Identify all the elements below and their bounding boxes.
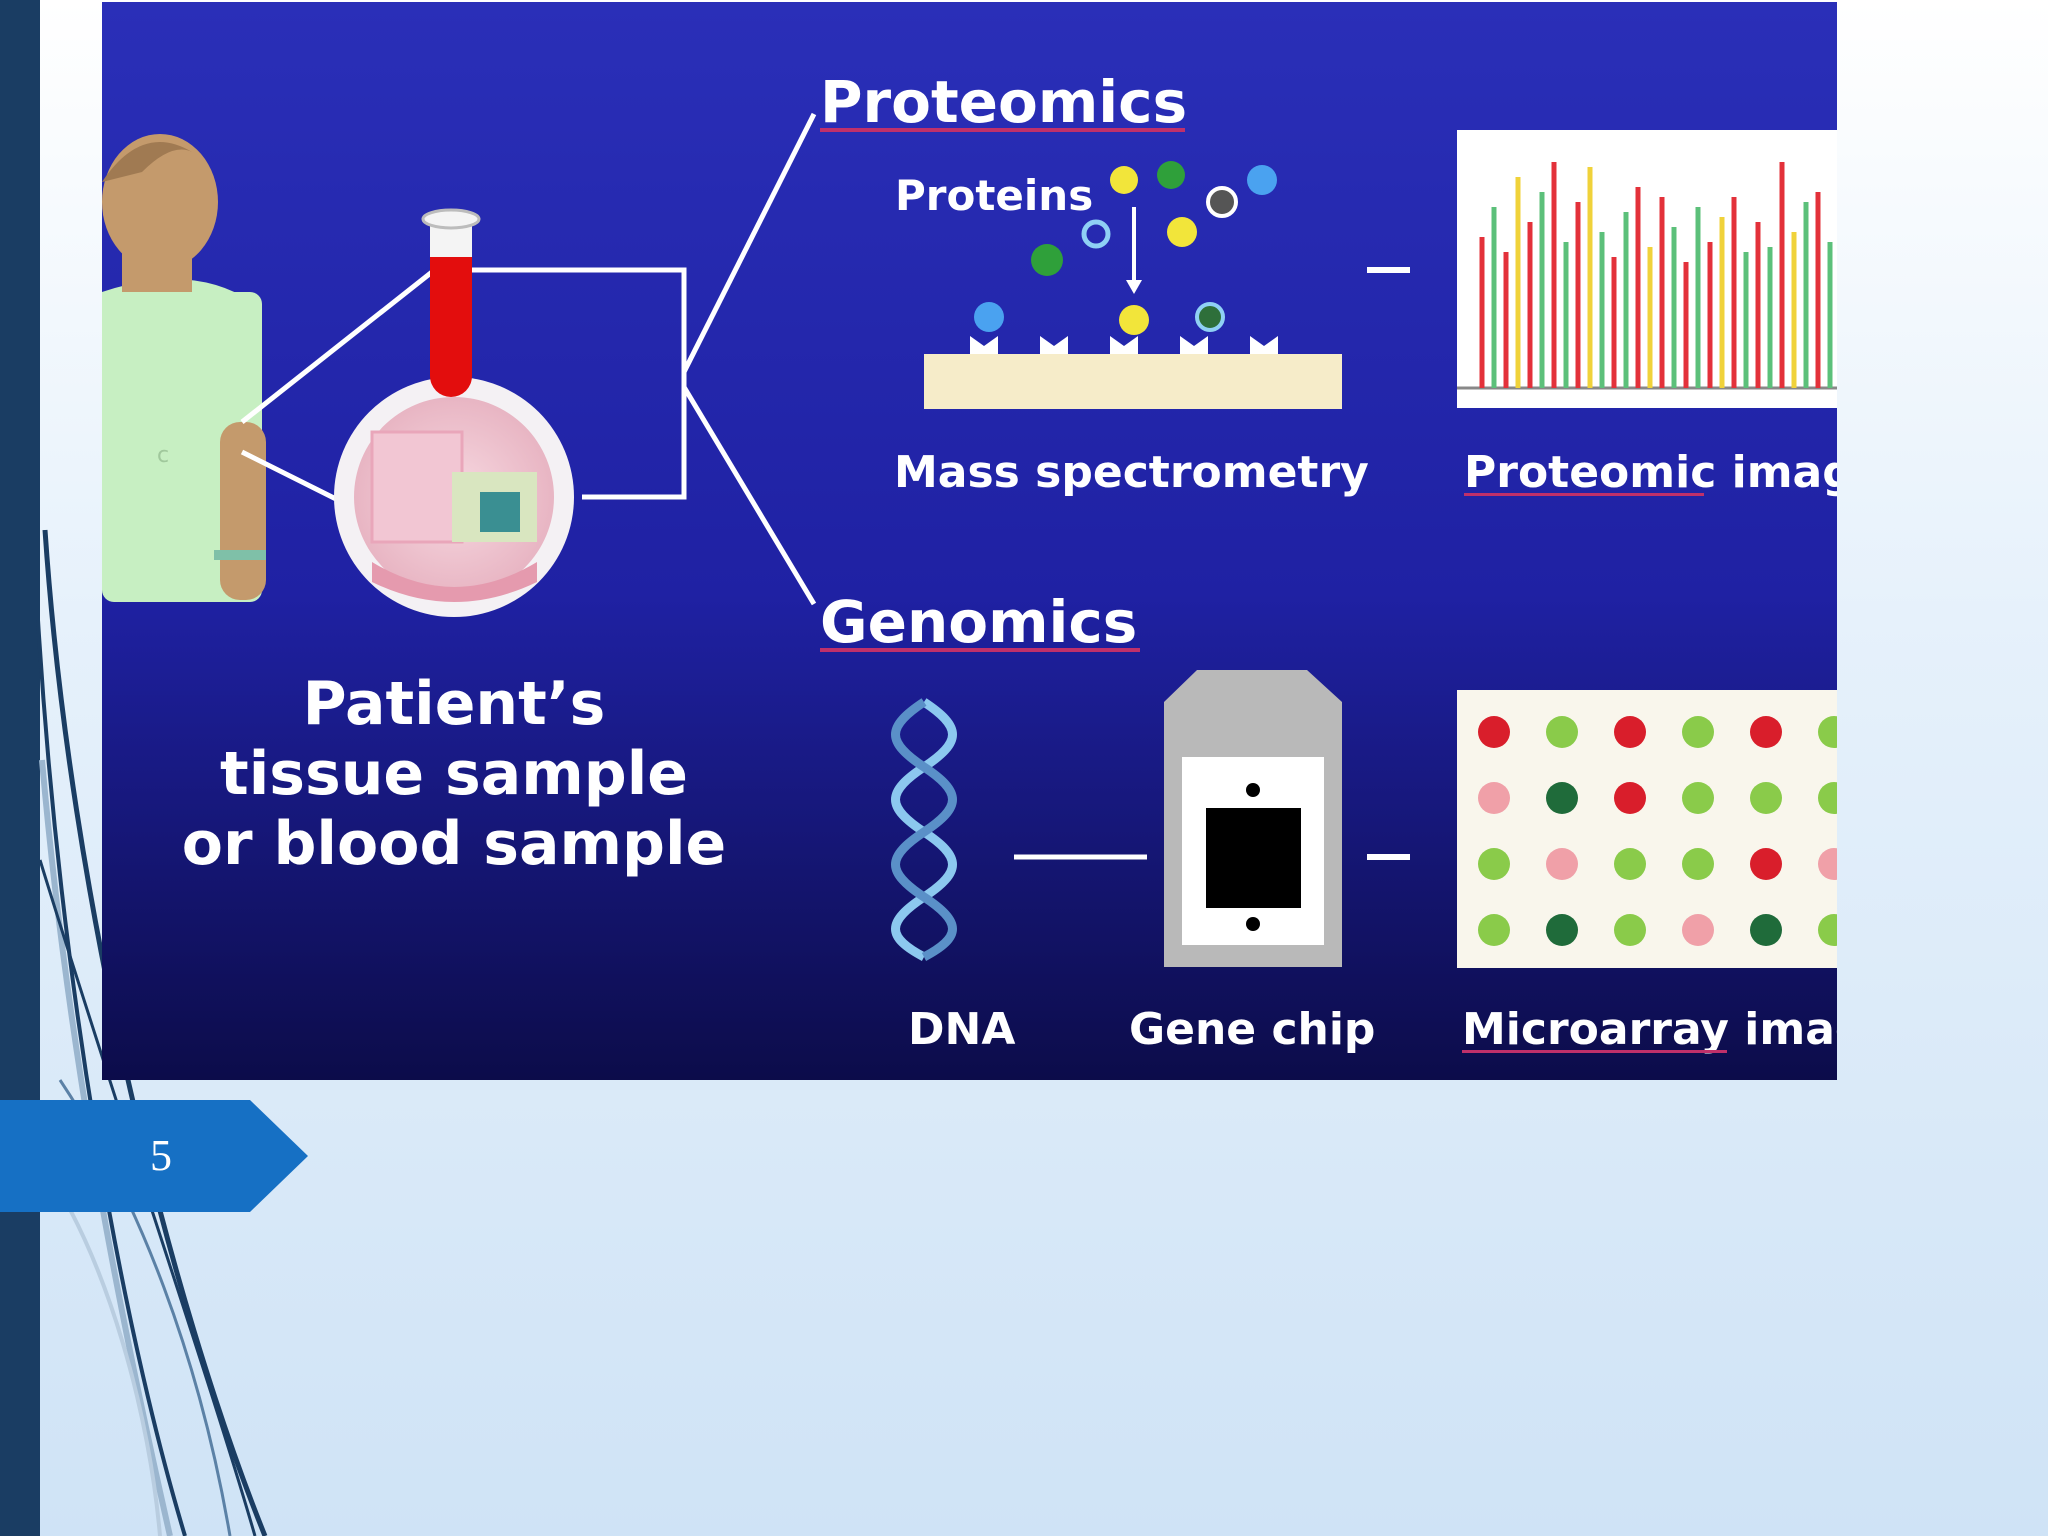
genomics-heading: Genomics (820, 588, 1137, 656)
proteomic-image-panel (1457, 130, 1837, 408)
proteomic-image-label: Proteomic imag (1464, 447, 1837, 498)
mass-spec-plate (924, 302, 1342, 409)
proteomic-image-underline (1464, 493, 1704, 496)
patient-label-line1: Patient’s (303, 669, 606, 739)
blood-sample-tube (421, 208, 481, 397)
slide-number-tab (0, 1100, 308, 1212)
connector-line (240, 449, 344, 505)
branch-line-genomics (681, 385, 817, 606)
patient-label-line3: or blood sample (182, 809, 726, 879)
svg-text:c: c (157, 443, 169, 468)
tissue-sample-circle (334, 377, 574, 617)
slide-number: 5 (150, 1131, 172, 1180)
microarray-image-panel (1457, 690, 1837, 968)
proteins-label: Proteins (895, 171, 1093, 220)
left-accent-bar (0, 0, 40, 1536)
proteomics-heading: Proteomics (820, 68, 1187, 136)
protein-dots (1031, 161, 1277, 276)
dna-label: DNA (908, 1004, 1015, 1055)
branch-line-proteomics (681, 112, 817, 374)
gene-chip-label: Gene chip (1129, 1004, 1375, 1055)
microarray-image-label: Microarray imag (1462, 1004, 1837, 1055)
patient-label-line2: tissue sample (220, 739, 688, 809)
patient-illustration: c (102, 134, 266, 602)
microarray-image-underline (1462, 1050, 1727, 1053)
arrow-head (1126, 280, 1142, 294)
omics-figure: c Patient’s tissue sample or blood sampl… (102, 2, 1837, 1080)
branch-bracket (472, 267, 687, 500)
genomics-underline (820, 648, 1140, 652)
mass-spectrometry-label: Mass spectrometry (894, 447, 1369, 498)
gene-chip-icon (1164, 670, 1342, 967)
connector-line (240, 270, 434, 424)
dna-helix-icon (891, 698, 957, 961)
proteomics-underline (820, 128, 1185, 132)
